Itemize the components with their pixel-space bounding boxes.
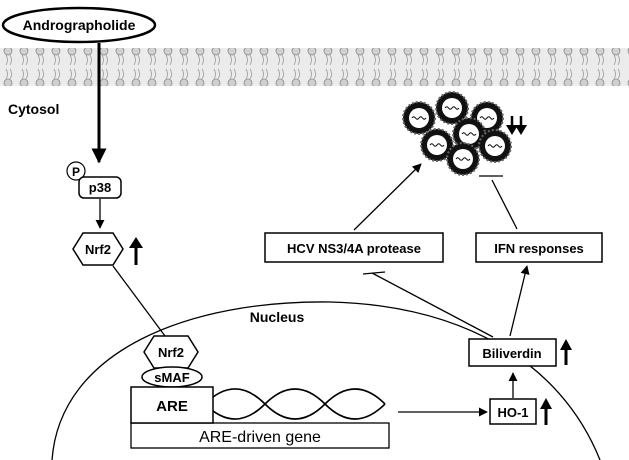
are-driven-gene-label: ARE-driven gene bbox=[199, 429, 321, 446]
dna-double-helix-icon bbox=[204, 388, 386, 420]
nrf2-cytosol-label: Nrf2 bbox=[85, 242, 111, 257]
viral-rna bbox=[461, 132, 477, 136]
ho1-label: HO-1 bbox=[497, 405, 528, 420]
upregulation-arrow-icon bbox=[540, 398, 552, 425]
upregulation-arrow-icon bbox=[560, 339, 572, 365]
viral-rna bbox=[479, 116, 495, 120]
ifn-responses-node: IFN responses bbox=[475, 232, 603, 263]
ifn-responses-label: IFN responses bbox=[494, 241, 584, 256]
translocation-line bbox=[112, 265, 166, 337]
are-node: ARE bbox=[130, 386, 214, 424]
biliverdin-label: Biliverdin bbox=[482, 346, 541, 361]
inhibition-ifn-to-virus bbox=[479, 175, 518, 230]
ho1-node: HO-1 bbox=[489, 398, 537, 425]
p38-label: p38 bbox=[89, 180, 111, 195]
viral-rna bbox=[444, 106, 460, 110]
nrf2-cytosol-node: Nrf2 bbox=[72, 232, 124, 266]
nucleus-label: Nucleus bbox=[250, 309, 305, 325]
andrographolide-node: Andrographolide bbox=[1, 6, 157, 44]
nucleus-envelope bbox=[51, 301, 601, 460]
upregulation-arrow-icon bbox=[129, 237, 143, 265]
andrographolide-label: Andrographolide bbox=[23, 17, 136, 33]
biliverdin-node: Biliverdin bbox=[468, 338, 557, 367]
phospho-label: P bbox=[72, 165, 80, 179]
viral-rna bbox=[455, 157, 471, 161]
smaf-label: sMAF bbox=[154, 370, 189, 385]
cell-membrane bbox=[0, 48, 629, 86]
viral-rna bbox=[487, 144, 503, 148]
inhibition-biliverdin-to-hcv-protease bbox=[362, 271, 494, 338]
double-down-arrow-icon bbox=[506, 116, 527, 135]
hcv-particle-cluster-icon bbox=[402, 91, 512, 176]
viral-rna bbox=[411, 116, 427, 120]
nrf2-nuclear-label: Nrf2 bbox=[158, 345, 184, 360]
p38-node: p38 bbox=[78, 176, 122, 199]
cytosol-label: Cytosol bbox=[8, 101, 59, 117]
phospho-badge: P bbox=[66, 161, 86, 181]
viral-rna bbox=[429, 143, 445, 147]
are-label: ARE bbox=[156, 398, 188, 415]
hcv-protease-node: HCV NS3/4A protease bbox=[264, 232, 444, 263]
smaf-node: sMAF bbox=[141, 366, 203, 388]
are-driven-gene-node: ARE-driven gene bbox=[130, 422, 390, 449]
arrow-hcv-protease-to-virus bbox=[353, 163, 422, 231]
arrow-biliverdin-to-ifn bbox=[509, 265, 530, 337]
hcv-protease-label: HCV NS3/4A protease bbox=[287, 241, 421, 256]
nrf2-nuclear-node: Nrf2 bbox=[143, 335, 199, 369]
